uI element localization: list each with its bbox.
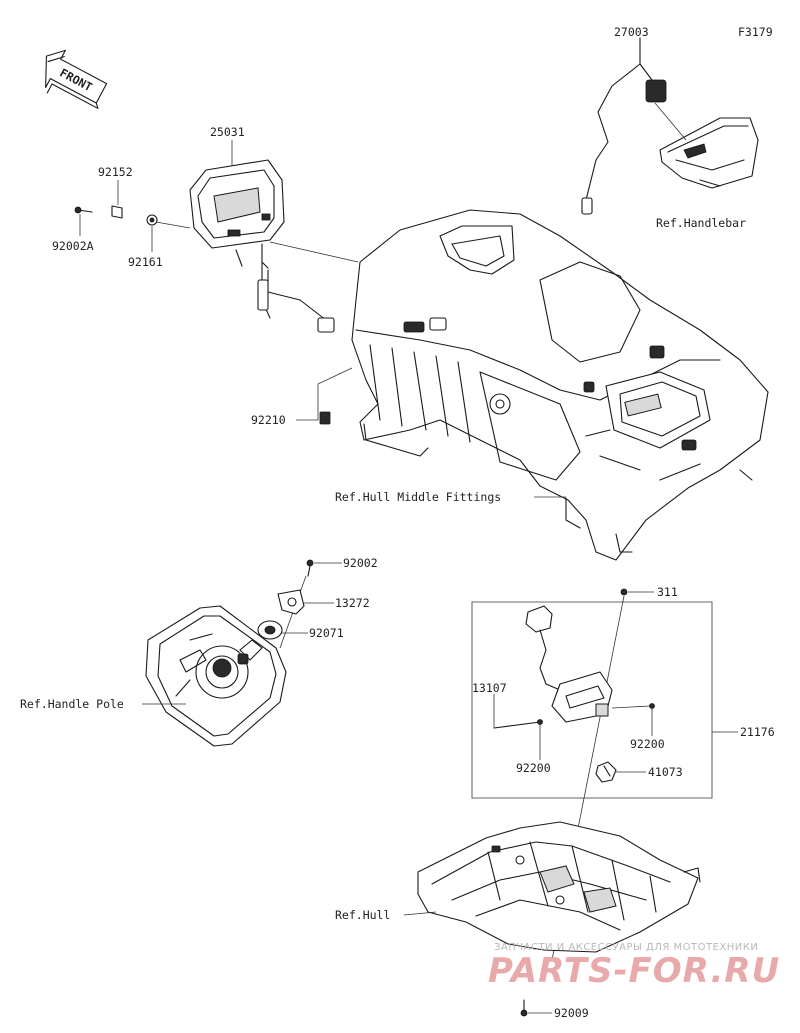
- label-311: 311: [657, 585, 678, 599]
- part-92002-screw: [306, 559, 314, 577]
- part-92200-left: [537, 719, 543, 725]
- label-13107: 13107: [472, 681, 507, 695]
- part-92200-right: [649, 703, 655, 709]
- label-27003: 27003: [614, 25, 649, 39]
- label-41073: 41073: [648, 765, 683, 779]
- label-92071: 92071: [309, 626, 344, 640]
- part-25031-meter: [189, 159, 335, 333]
- part-fasteners-meter: [74, 205, 191, 229]
- label-21176: 21176: [740, 725, 775, 739]
- part-27003-cable: [581, 37, 667, 215]
- hull-middle-fittings: [351, 209, 769, 561]
- label-92200-left: 92200: [516, 761, 551, 775]
- part-92071-grommet: [257, 620, 283, 640]
- label-92161: 92161: [128, 255, 163, 269]
- label-92009: 92009: [554, 1006, 589, 1020]
- hull-plate: [417, 821, 701, 953]
- part-92009-bolt: [520, 999, 528, 1017]
- label-ref-handle-pole: Ref.Handle Pole: [20, 697, 124, 711]
- label-13272: 13272: [335, 596, 370, 610]
- part-311: [620, 588, 628, 596]
- label-92152: 92152: [98, 165, 133, 179]
- label-92210: 92210: [251, 413, 286, 427]
- label-25031: 25031: [210, 125, 245, 139]
- part-21176-sensor: [525, 605, 613, 723]
- part-92210-clip: [319, 411, 331, 425]
- label-92002A: 92002A: [52, 239, 94, 253]
- figure-code: F3179: [738, 25, 773, 39]
- part-41073-nut: [595, 761, 617, 783]
- label-92002: 92002: [343, 556, 378, 570]
- watermark-tagline: ЗАПЧАСТИ И АКСЕССУАРЫ ДЛЯ МОТОТЕХНИКИ: [494, 942, 758, 953]
- label-ref-hull-middle: Ref.Hull Middle Fittings: [335, 490, 501, 504]
- part-13272-bracket: [277, 589, 305, 615]
- label-ref-handlebar: Ref.Handlebar: [656, 216, 746, 230]
- label-92200-right: 92200: [630, 737, 665, 751]
- assembly-21176-box: [471, 601, 713, 799]
- handlebar-cover-ref: [659, 117, 759, 189]
- watermark-logo: PARTS-FOR.RU: [488, 951, 780, 991]
- front-arrow-icon: FRONT: [45, 49, 108, 109]
- label-ref-hull: Ref.Hull: [335, 908, 390, 922]
- handle-pole-assembly: [145, 605, 287, 747]
- part-13107-rod: [493, 721, 541, 729]
